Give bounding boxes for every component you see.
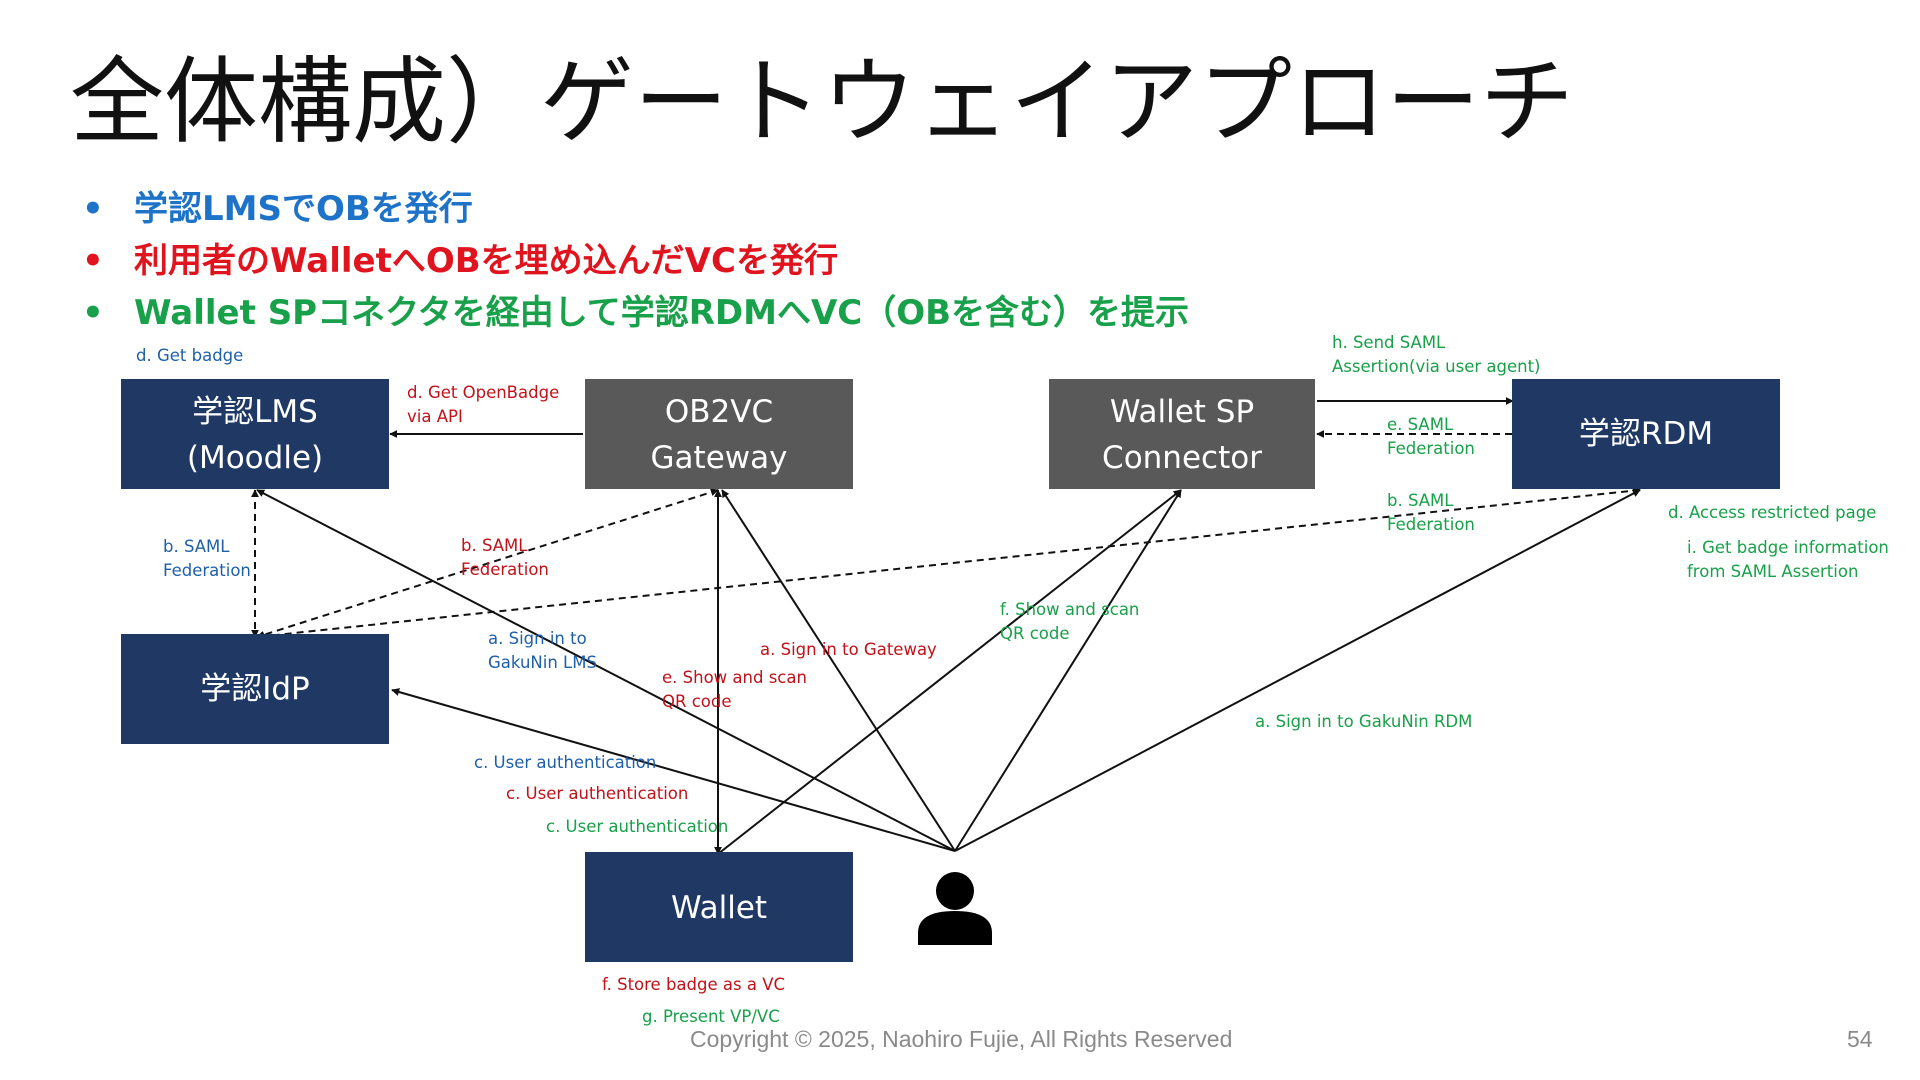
box-rdm: 学認RDM: [1512, 379, 1780, 489]
box-lms-bg: [121, 379, 389, 489]
person-icon: [918, 872, 992, 945]
label-b-saml-red-2: Federation: [461, 560, 549, 579]
bullet-text: 利用者のWalletへOBを埋め込んだVCを発行: [134, 241, 838, 281]
label-c-auth-green: c. User authentication: [546, 817, 728, 836]
arrow-user-to-connector: [954, 489, 1182, 852]
bullet-item: • 学認LMSでOBを発行: [82, 183, 1189, 235]
box-lms-line2: (Moodle): [187, 440, 323, 476]
box-lms: 学認LMS (Moodle): [121, 379, 389, 489]
box-lms-line1: 学認LMS: [192, 394, 318, 430]
label-e-show-scan-1: e. Show and scan: [662, 668, 807, 687]
label-i-get-badge-2: from SAML Assertion: [1687, 562, 1858, 581]
page-number: 54: [1847, 1026, 1873, 1052]
bullet-text: Wallet SPコネクタを経由して学認RDMへVC（OBを含む）を提示: [134, 293, 1190, 333]
flow-labels: d. Get badge d. Get OpenBadge via API h.…: [136, 333, 1889, 1026]
box-connector-bg: [1049, 379, 1315, 489]
bullet-dot: •: [82, 241, 104, 281]
arrow-user-to-rdm: [954, 489, 1641, 852]
label-d-access: d. Access restricted page: [1668, 503, 1876, 522]
bullet-dot: •: [82, 189, 104, 229]
box-gateway-line2: Gateway: [651, 440, 788, 476]
label-g-present: g. Present VP/VC: [642, 1007, 780, 1026]
box-idp-label: 学認IdP: [200, 671, 310, 707]
label-d-get-openbadge-1: d. Get OpenBadge: [407, 383, 559, 402]
label-i-get-badge-1: i. Get badge information: [1687, 538, 1889, 557]
box-wallet: Wallet: [585, 852, 853, 962]
label-a-sign-lms-2: GakuNin LMS: [488, 653, 597, 672]
label-e-show-scan-2: QR code: [662, 692, 732, 711]
box-rdm-bg: [1512, 379, 1780, 489]
label-c-auth-red: c. User authentication: [506, 784, 688, 803]
label-d-get-badge: d. Get badge: [136, 346, 243, 365]
box-gateway-line1: OB2VC: [665, 394, 773, 430]
label-a-sign-lms-1: a. Sign in to: [488, 629, 587, 648]
bullet-item: • 利用者のWalletへOBを埋め込んだVCを発行: [82, 235, 1189, 287]
box-wallet-bg: [585, 852, 853, 962]
label-f-store: f. Store badge as a VC: [602, 975, 785, 994]
box-gateway-bg: [585, 379, 853, 489]
copyright-text: Copyright © 2025, Naohiro Fujie, All Rig…: [690, 1026, 1233, 1052]
arrow-wallet-to-connector: [717, 489, 1182, 855]
slide-title: 全体構成）ゲートウェイアプローチ: [70, 48, 1575, 157]
label-b-saml-green-1: b. SAML: [1387, 491, 1454, 510]
label-b-saml-red-1: b. SAML: [461, 536, 528, 555]
label-d-get-openbadge-2: via API: [407, 407, 463, 426]
bullet-item: • Wallet SPコネクタを経由して学認RDMへVC（OBを含む）を提示: [82, 287, 1189, 339]
label-h-send-saml-1: h. Send SAML: [1332, 333, 1446, 352]
label-e-saml-1: e. SAML: [1387, 415, 1454, 434]
bullet-list: • 学認LMSでOBを発行 • 利用者のWalletへOBを埋め込んだVCを発行 •…: [82, 183, 1189, 339]
arrow-rdm-idp-federation: [256, 486, 1641, 641]
arrows: [251, 397, 1641, 855]
bullet-dot: •: [82, 293, 104, 333]
box-connector-line1: Wallet SP: [1110, 394, 1254, 430]
label-e-saml-2: Federation: [1387, 439, 1475, 458]
label-h-send-saml-2: Assertion(via user agent): [1332, 357, 1541, 376]
arrow-user-to-lms: [256, 489, 956, 852]
box-connector: Wallet SP Connector: [1049, 379, 1315, 489]
bullet-text: 学認LMSでOBを発行: [134, 189, 473, 229]
arrow-user-to-gateway: [721, 489, 956, 852]
box-rdm-label: 学認RDM: [1579, 416, 1713, 452]
label-b-saml-green-2: Federation: [1387, 515, 1475, 534]
label-b-saml-blue-2: Federation: [163, 561, 251, 580]
box-connector-line2: Connector: [1102, 440, 1262, 476]
box-idp: 学認IdP: [121, 634, 389, 744]
arrow-user-to-idp: [391, 688, 956, 852]
label-f-show-scan-2: QR code: [1000, 624, 1070, 643]
label-a-sign-rdm: a. Sign in to GakuNin RDM: [1255, 712, 1472, 731]
label-a-sign-gateway: a. Sign in to Gateway: [760, 640, 937, 659]
label-f-show-scan-1: f. Show and scan: [1000, 600, 1139, 619]
box-wallet-label: Wallet: [671, 890, 767, 926]
label-c-auth-blue: c. User authentication: [474, 753, 656, 772]
label-b-saml-blue-1: b. SAML: [163, 537, 230, 556]
box-idp-bg: [121, 634, 389, 744]
box-gateway: OB2VC Gateway: [585, 379, 853, 489]
